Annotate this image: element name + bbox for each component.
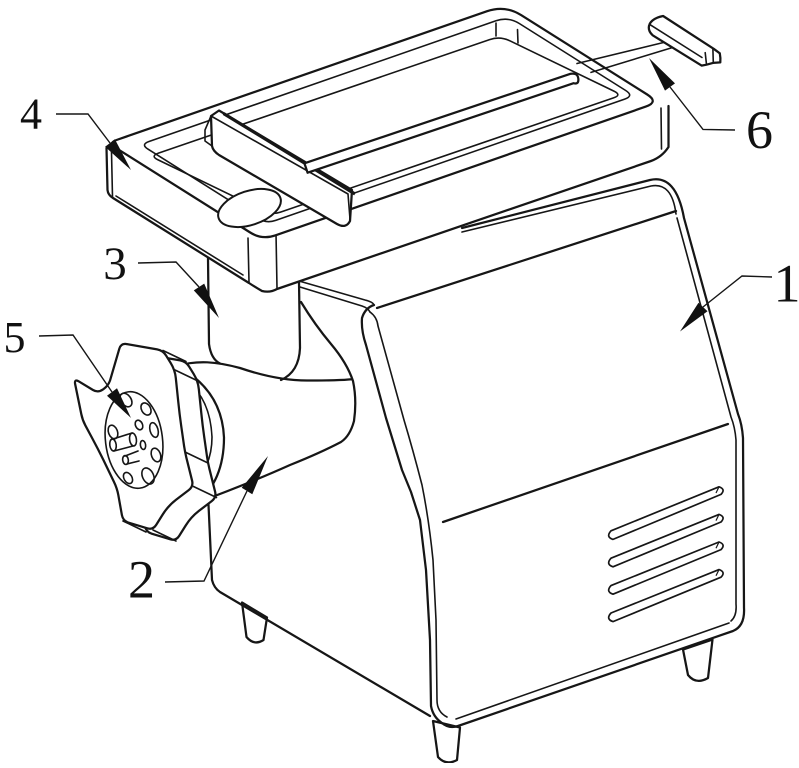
- svg-text:5: 5: [4, 313, 26, 362]
- svg-text:4: 4: [20, 90, 42, 139]
- svg-text:6: 6: [746, 100, 773, 160]
- svg-text:3: 3: [103, 238, 127, 290]
- svg-text:1: 1: [774, 254, 799, 314]
- svg-text:2: 2: [128, 550, 155, 610]
